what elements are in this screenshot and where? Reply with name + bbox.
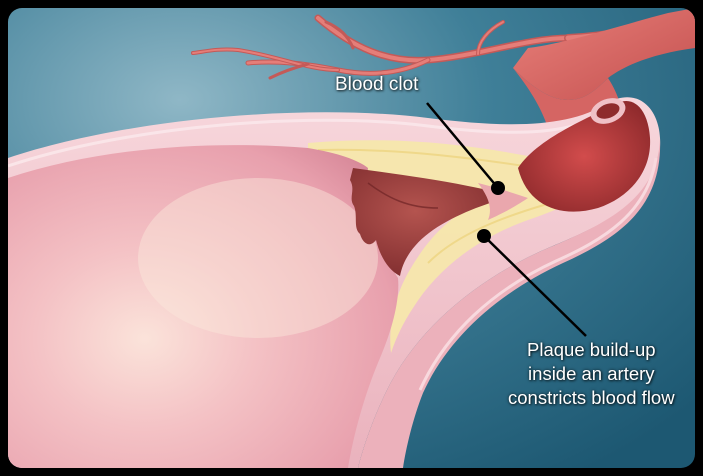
- plaque-label-line-1: Plaque build-up: [508, 338, 675, 362]
- blood-clot-label: Blood clot: [335, 74, 418, 96]
- diagram-frame: Blood clot Plaque build-up inside an art…: [8, 8, 695, 468]
- plaque-label: Plaque build-up inside an artery constri…: [508, 338, 675, 410]
- blood-clot-marker: [491, 181, 505, 195]
- plaque-label-line-3: constricts blood flow: [508, 386, 675, 410]
- plaque-label-line-2: inside an artery: [508, 362, 675, 386]
- plaque-marker: [477, 229, 491, 243]
